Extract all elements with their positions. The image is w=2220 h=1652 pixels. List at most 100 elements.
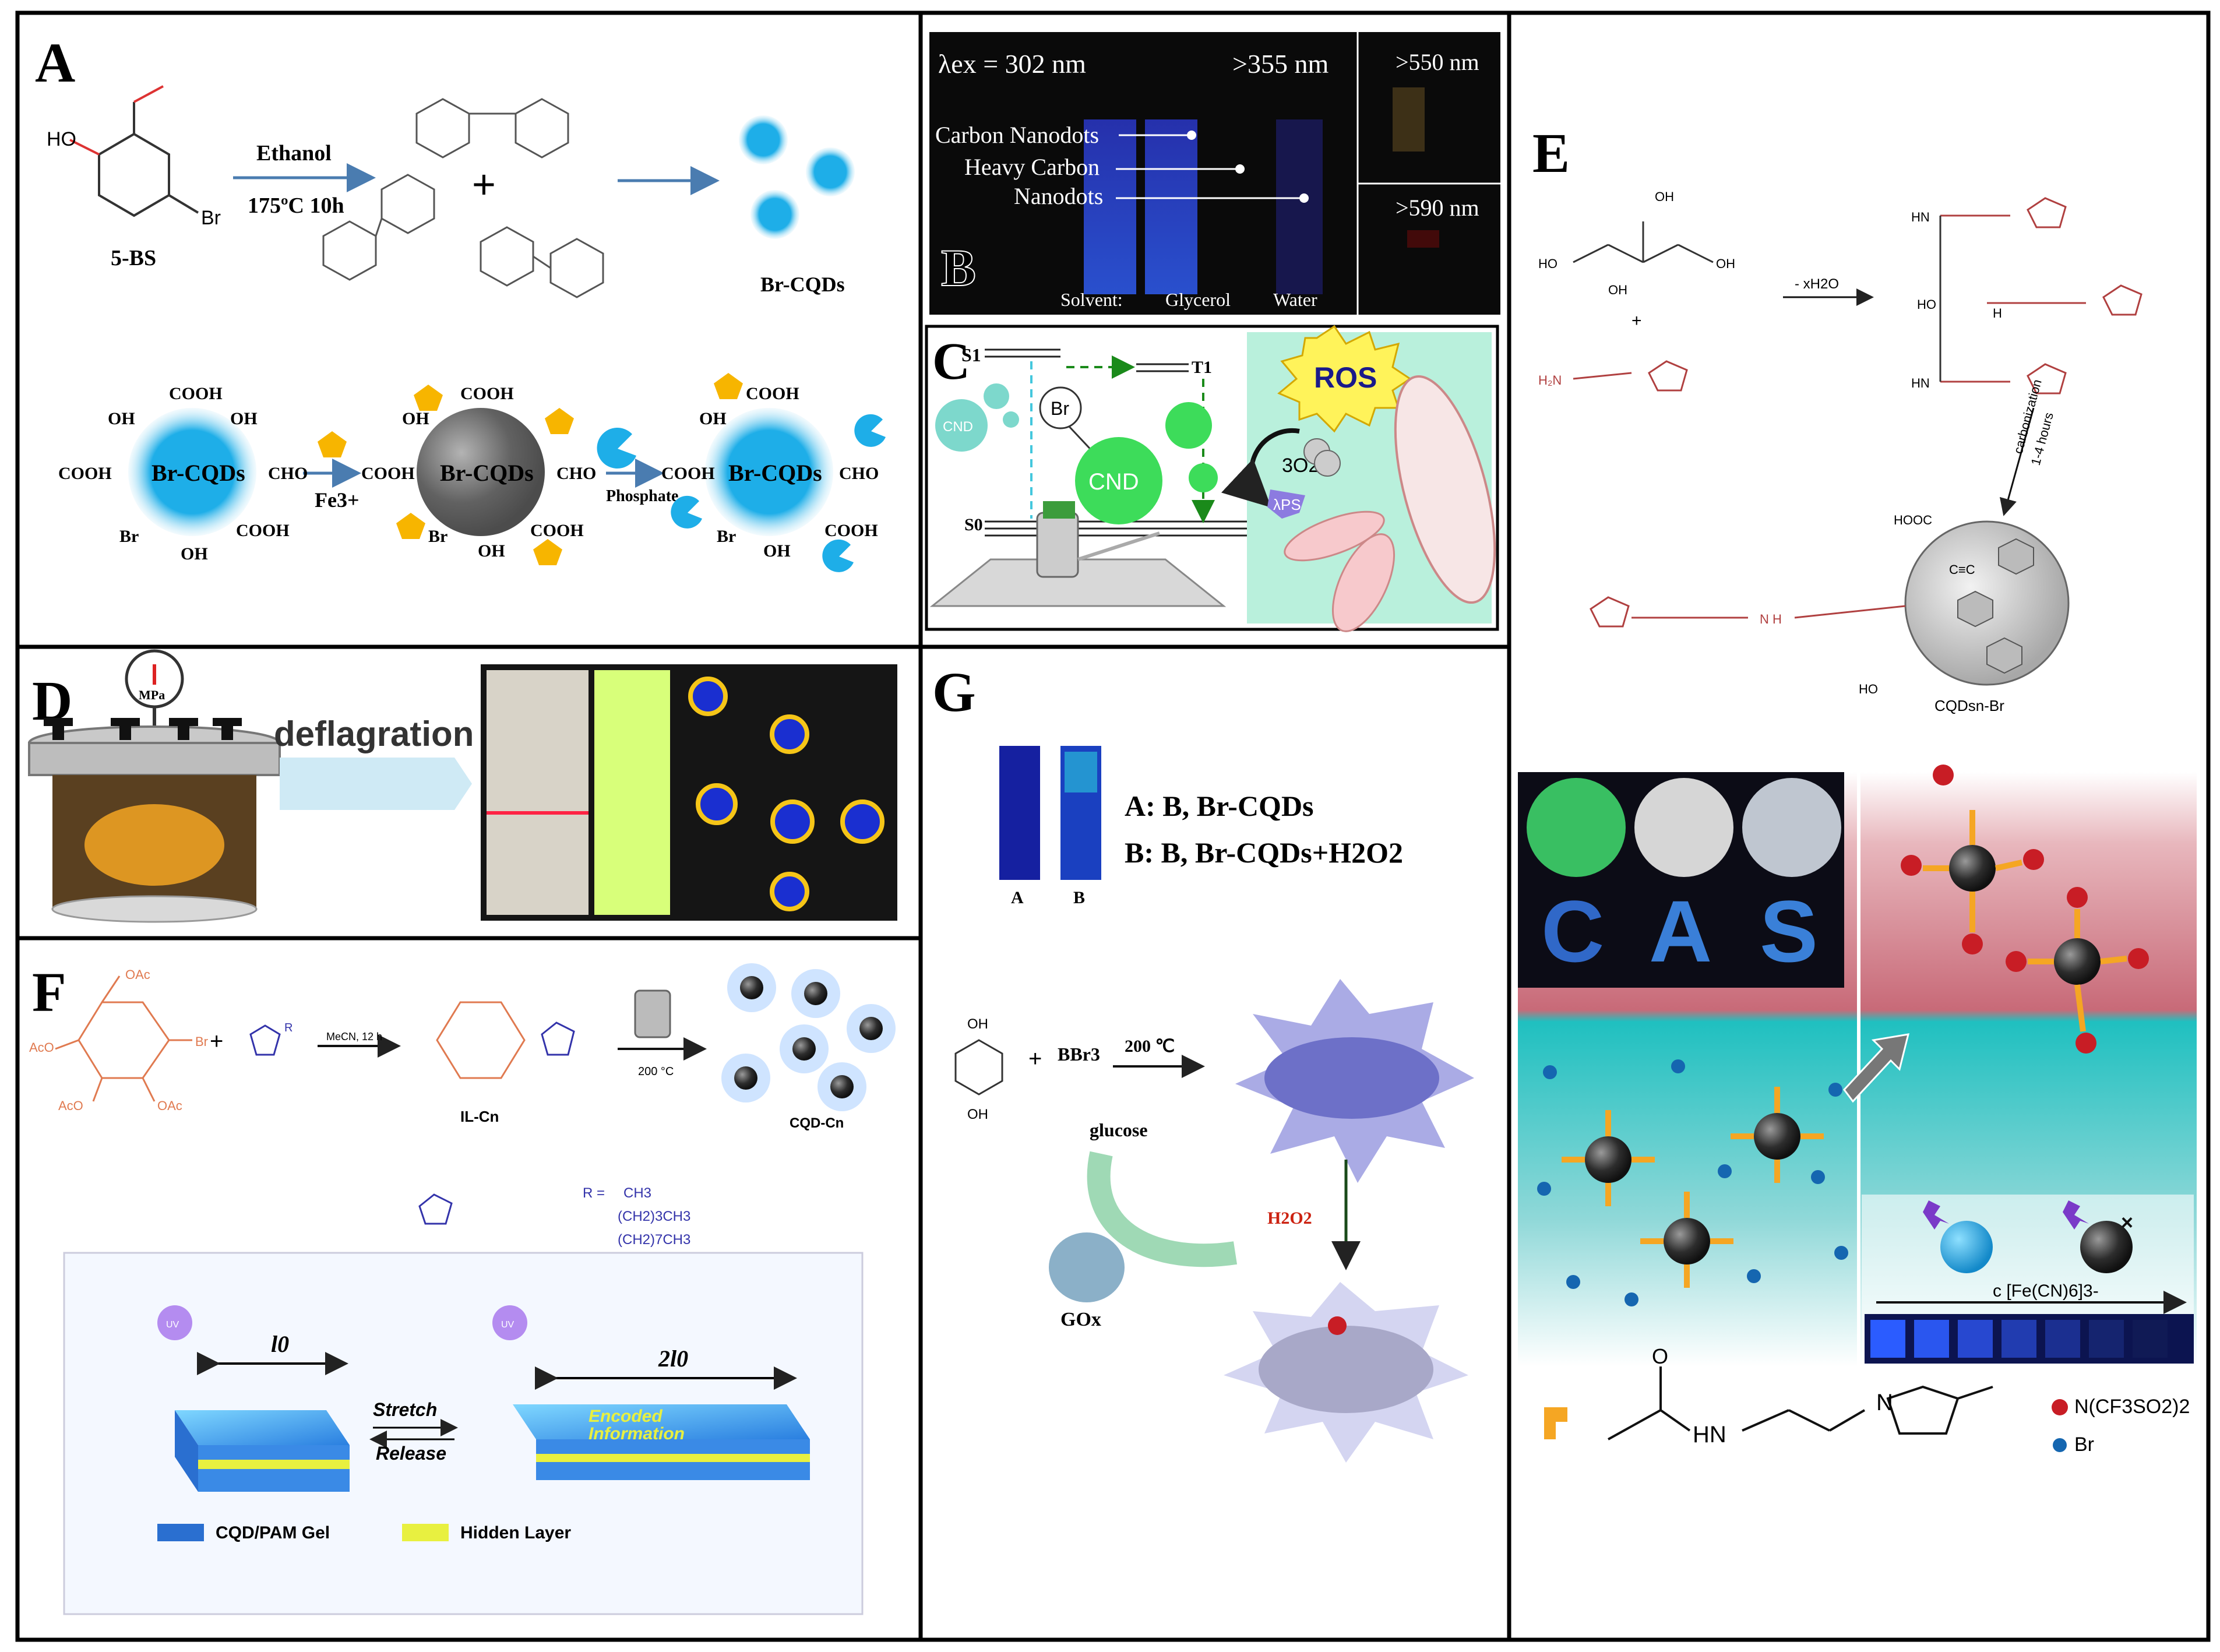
cooh-5: COOH xyxy=(361,464,415,483)
encoded-2: Information xyxy=(589,1424,685,1443)
vial-cap xyxy=(1043,501,1075,519)
cnd-small xyxy=(935,399,988,452)
panel-d: D MPa deflagration xyxy=(28,649,897,923)
quenched-sphere xyxy=(417,408,545,536)
cas-letter-a: A xyxy=(1649,882,1712,980)
cooh-7: COOH xyxy=(746,384,799,403)
uv-label-2: UV xyxy=(501,1320,515,1330)
linker-structure xyxy=(1608,1366,1993,1440)
legend-tf2n-dot xyxy=(2052,1399,2068,1415)
plus-sign-g: + xyxy=(1028,1046,1042,1072)
svg-text:H: H xyxy=(1993,306,2002,320)
cuvette-590 xyxy=(1407,230,1439,248)
panel-letter-a: A xyxy=(35,31,75,94)
phosphate-label: Phosphate xyxy=(606,487,678,505)
gel-short-top xyxy=(175,1410,350,1445)
cell-1 xyxy=(688,677,728,716)
triamide-labels: HN HO H HN xyxy=(1911,210,2002,390)
oh-6: OH xyxy=(699,409,727,428)
legend-a: A: B, Br-CQDs xyxy=(1125,790,1314,822)
label-cnd: Carbon Nanodots xyxy=(935,122,1099,148)
svg-text:OAc: OAc xyxy=(125,967,150,982)
pointer-dot-2 xyxy=(1235,164,1245,174)
graphene-lattice-top xyxy=(1264,1037,1439,1119)
cnd-mid-2 xyxy=(1189,463,1218,492)
legend-hidden-label: Hidden Layer xyxy=(460,1523,571,1542)
hq-oh-2: OH xyxy=(967,1107,988,1122)
glucose-label: glucose xyxy=(1090,1119,1148,1140)
label-heavy-1: Heavy Carbon xyxy=(964,154,1100,180)
svg-text:OH: OH xyxy=(1608,283,1627,297)
vial-photo-2 xyxy=(594,670,670,915)
gel-short-side xyxy=(175,1410,198,1492)
phosphate-groups xyxy=(597,414,886,572)
panel-b: λex = 302 nm >355 nm >550 nm >590 nm Car… xyxy=(929,32,1500,315)
oh-7: OH xyxy=(763,541,791,561)
oh-4: OH xyxy=(402,409,429,428)
cooh-3: COOH xyxy=(236,521,290,540)
bacterium-small-2 xyxy=(1331,533,1396,632)
panel-f: F OAc AcO AcO OAc Br + R MeCN, 12 h IL-C… xyxy=(29,961,896,1615)
ilcn-imidazole xyxy=(541,1022,575,1056)
cooh-1: COOH xyxy=(169,384,223,403)
ho-label: HO xyxy=(1859,682,1878,696)
panel-letter-e: E xyxy=(1532,122,1570,184)
panel-c: C S1 T1 S0 CND Br CND R xyxy=(925,325,1499,632)
glucose-labels: OAc AcO AcO OAc Br xyxy=(29,967,208,1113)
cooh-8: COOH xyxy=(661,464,715,483)
reactor-bottom xyxy=(51,895,258,923)
encoded-1: Encoded xyxy=(589,1407,663,1426)
solvent-label: Ethanol xyxy=(256,141,332,165)
oh-2: OH xyxy=(230,409,258,428)
oh-5: OH xyxy=(478,541,505,561)
panel-b-background xyxy=(929,32,1500,315)
linker-o: O xyxy=(1652,1344,1668,1368)
cell-4 xyxy=(696,783,738,825)
hn-label: HN xyxy=(1693,1422,1726,1447)
ilcn-label: IL-Cn xyxy=(460,1108,499,1125)
cell-6 xyxy=(770,872,809,911)
quenched-cqd xyxy=(2080,1221,2133,1273)
cooh-4: COOH xyxy=(460,384,514,403)
svg-text:Br: Br xyxy=(195,1034,208,1049)
t1-label: T1 xyxy=(1192,358,1212,377)
svg-text:OH: OH xyxy=(1716,256,1735,271)
vial xyxy=(1036,512,1079,578)
cnd-mid xyxy=(1165,402,1212,449)
deflagration-arrow xyxy=(280,758,472,810)
oh-1: OH xyxy=(108,409,135,428)
br-1: Br xyxy=(119,527,139,546)
fe-label: Fe3+ xyxy=(315,488,359,512)
citric-acid xyxy=(1573,221,1714,263)
svg-text:AcO: AcO xyxy=(58,1098,83,1113)
br-2: Br xyxy=(428,527,447,546)
cuvette-water xyxy=(1276,119,1323,294)
plus-sign-e: + xyxy=(1631,311,1642,330)
petri-foil xyxy=(1742,778,1841,877)
cnd-tiny-2 xyxy=(1003,411,1019,428)
graphene-lattice-bottom xyxy=(1259,1326,1433,1413)
filter-355: >355 nm xyxy=(1232,49,1329,79)
cqd-dot-1 xyxy=(739,115,788,164)
glycerol-label: Glycerol xyxy=(1165,289,1231,310)
imidazole xyxy=(249,1024,281,1056)
cqd-product-label: CQDsn-Br xyxy=(1934,697,2004,714)
fe-ions xyxy=(318,373,743,565)
s1-label: S1 xyxy=(961,344,981,365)
fluorescent-cqd xyxy=(1940,1221,1993,1273)
br-atom-label: Br xyxy=(1051,398,1069,419)
hydroquinone xyxy=(954,1039,1003,1096)
stretch-label: Stretch xyxy=(373,1399,437,1420)
cqd-br-group xyxy=(1537,1059,1848,1306)
ros-label: ROS xyxy=(1314,361,1377,394)
cooh-9: COOH xyxy=(824,521,878,540)
lambda-ex: λex = 302 nm xyxy=(938,49,1086,79)
cuvette-heavy xyxy=(1145,119,1197,294)
cuvette-b-label: B xyxy=(1073,888,1085,907)
legend-br: Br xyxy=(2074,1433,2094,1456)
uv-lamp-1 xyxy=(157,1305,192,1340)
temp-f: 200 °C xyxy=(638,1065,674,1078)
oxygen-atom xyxy=(1328,1316,1347,1335)
cnd-big xyxy=(1075,437,1162,524)
svg-text:HN: HN xyxy=(1911,376,1930,390)
